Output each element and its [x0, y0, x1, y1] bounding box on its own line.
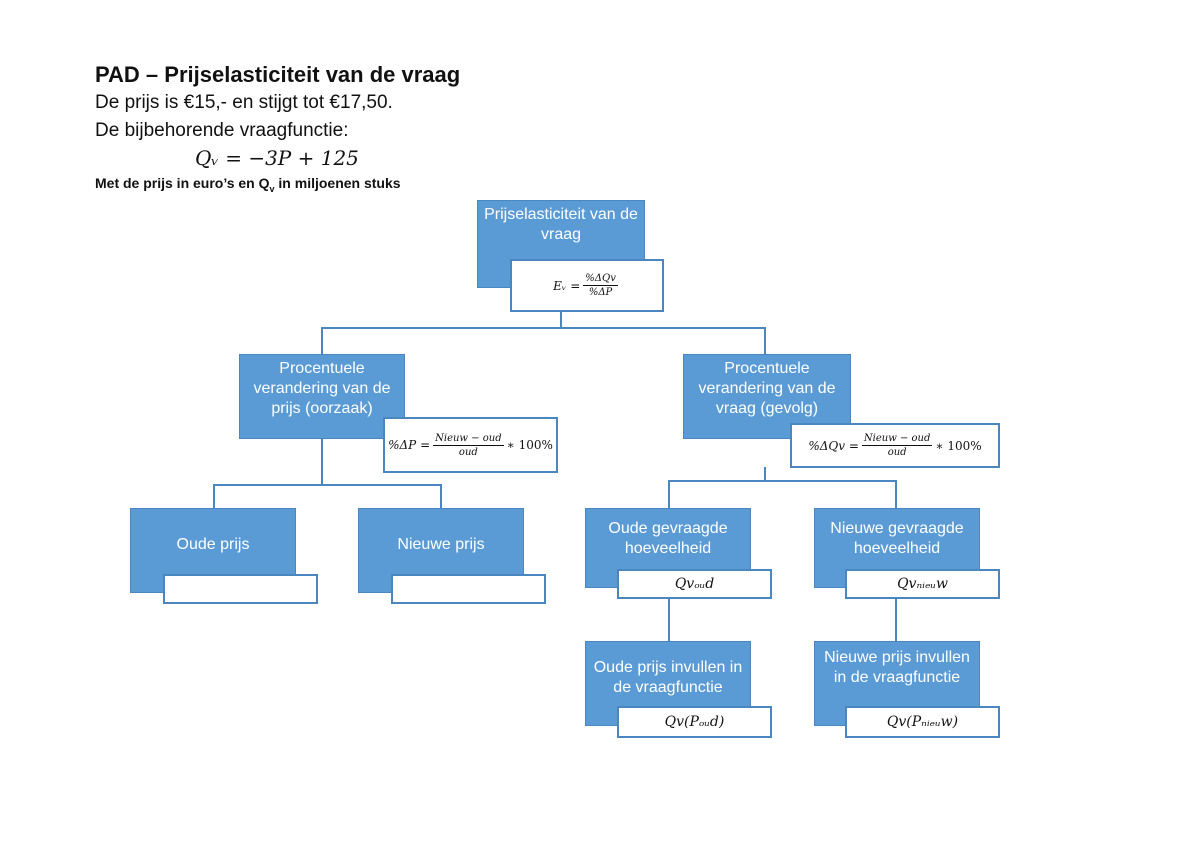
formula-demand-rhs: ∗ 100%	[935, 438, 982, 453]
node-new-price-fill-label: Nieuwe prijs invullen in de vraagfunctie	[824, 649, 970, 686]
units-note-suffix: in miljoenen stuks	[274, 175, 401, 191]
formula-demand-den: oud	[887, 447, 907, 458]
formula-demand-num: Nieuw − oud	[861, 433, 933, 446]
connector-old-price-drop	[213, 484, 215, 508]
units-note: Met de prijs in euro’s en Qv in miljoene…	[95, 175, 401, 194]
formula-box-percent-demand: %ΔQv = Nieuw − oud oud ∗ 100%	[790, 423, 1000, 468]
connector-old-quantity-drop	[668, 480, 670, 508]
node-old-price-label: Oude prijs	[176, 535, 250, 553]
formula-price-lhs: %ΔP =	[388, 438, 431, 452]
connector-new-price-drop	[440, 484, 442, 508]
formula-old-quantity: Qvₒᵤd	[674, 576, 715, 592]
connector-level1-horizontal	[321, 327, 765, 329]
formula-box-elasticity: Eᵥ = %ΔQv %ΔP	[510, 259, 664, 312]
page-title: PAD – Prijselasticiteit van de vraag	[95, 62, 461, 87]
answer-box-old-price	[163, 574, 318, 604]
price-statement: De prijs is €15,- en stijgt tot €17,50.	[95, 92, 393, 113]
formula-box-new-fill: Qv(Pₙᵢₑᵤw)	[845, 706, 1000, 738]
connector-new-quantity-drop	[895, 480, 897, 508]
formula-box-new-quantity: Qvₙᵢₑᵤw	[845, 569, 1000, 599]
connector-old-quantity-to-fill	[668, 599, 670, 641]
formula-box-old-fill: Qv(Pₒᵤd)	[617, 706, 772, 738]
formula-demand-lhs: %ΔQv =	[808, 438, 859, 453]
formula-box-old-quantity: Qvₒᵤd	[617, 569, 772, 599]
formula-elasticity-lhs: Eᵥ =	[553, 278, 581, 293]
demand-function-formula: Qᵥ = −3P + 125	[195, 146, 359, 170]
node-percent-change-price-label: Procentuele verandering van de prijs (oo…	[253, 360, 391, 417]
connector-right-horizontal	[668, 480, 897, 482]
node-old-price-fill-label: Oude prijs invullen in de vraagfunctie	[593, 659, 743, 696]
formula-new-quantity: Qvₙᵢₑᵤw	[897, 576, 948, 592]
connector-left-horizontal	[213, 484, 442, 486]
connector-right-down	[764, 467, 766, 481]
formula-elasticity-fraction: %ΔQv %ΔP	[583, 272, 618, 299]
formula-price-den: oud	[458, 446, 478, 458]
connector-right-drop	[764, 327, 766, 354]
formula-elasticity-den: %ΔP	[588, 287, 613, 298]
formula-box-percent-price: %ΔP = Nieuw − oud oud ∗ 100%	[383, 417, 558, 473]
formula-price-rhs: ∗ 100%	[506, 438, 553, 452]
formula-demand-fraction: Nieuw − oud oud	[861, 432, 933, 459]
formula-old-fill: Qv(Pₒᵤd)	[664, 714, 725, 730]
node-new-quantity-label: Nieuwe gevraagde hoeveelheid	[830, 520, 964, 557]
connector-left-down	[321, 438, 323, 485]
formula-price-num: Nieuw − oud	[433, 432, 504, 446]
connector-new-quantity-to-fill	[895, 599, 897, 641]
node-new-price-label: Nieuwe prijs	[397, 535, 485, 553]
formula-elasticity-num: %ΔQv	[583, 273, 618, 286]
connector-root-down	[560, 312, 562, 328]
connector-left-drop	[321, 327, 323, 354]
node-percent-change-demand-label: Procentuele verandering van de vraag (ge…	[698, 360, 836, 417]
node-percent-change-demand: Procentuele verandering van de vraag (ge…	[683, 354, 851, 439]
node-old-quantity-label: Oude gevraagde hoeveelheid	[608, 520, 728, 557]
formula-price-fraction: Nieuw − oud oud	[433, 432, 504, 459]
units-note-sub: v	[269, 183, 275, 194]
node-percent-change-price: Procentuele verandering van de prijs (oo…	[239, 354, 405, 439]
demand-function-intro: De bijbehorende vraagfunctie:	[95, 120, 349, 141]
answer-box-new-price	[391, 574, 546, 604]
formula-new-fill: Qv(Pₙᵢₑᵤw)	[886, 714, 959, 730]
node-price-elasticity-label: Prijselasticiteit van de vraag	[484, 206, 638, 243]
units-note-prefix: Met de prijs in euro’s en Q	[95, 175, 270, 191]
